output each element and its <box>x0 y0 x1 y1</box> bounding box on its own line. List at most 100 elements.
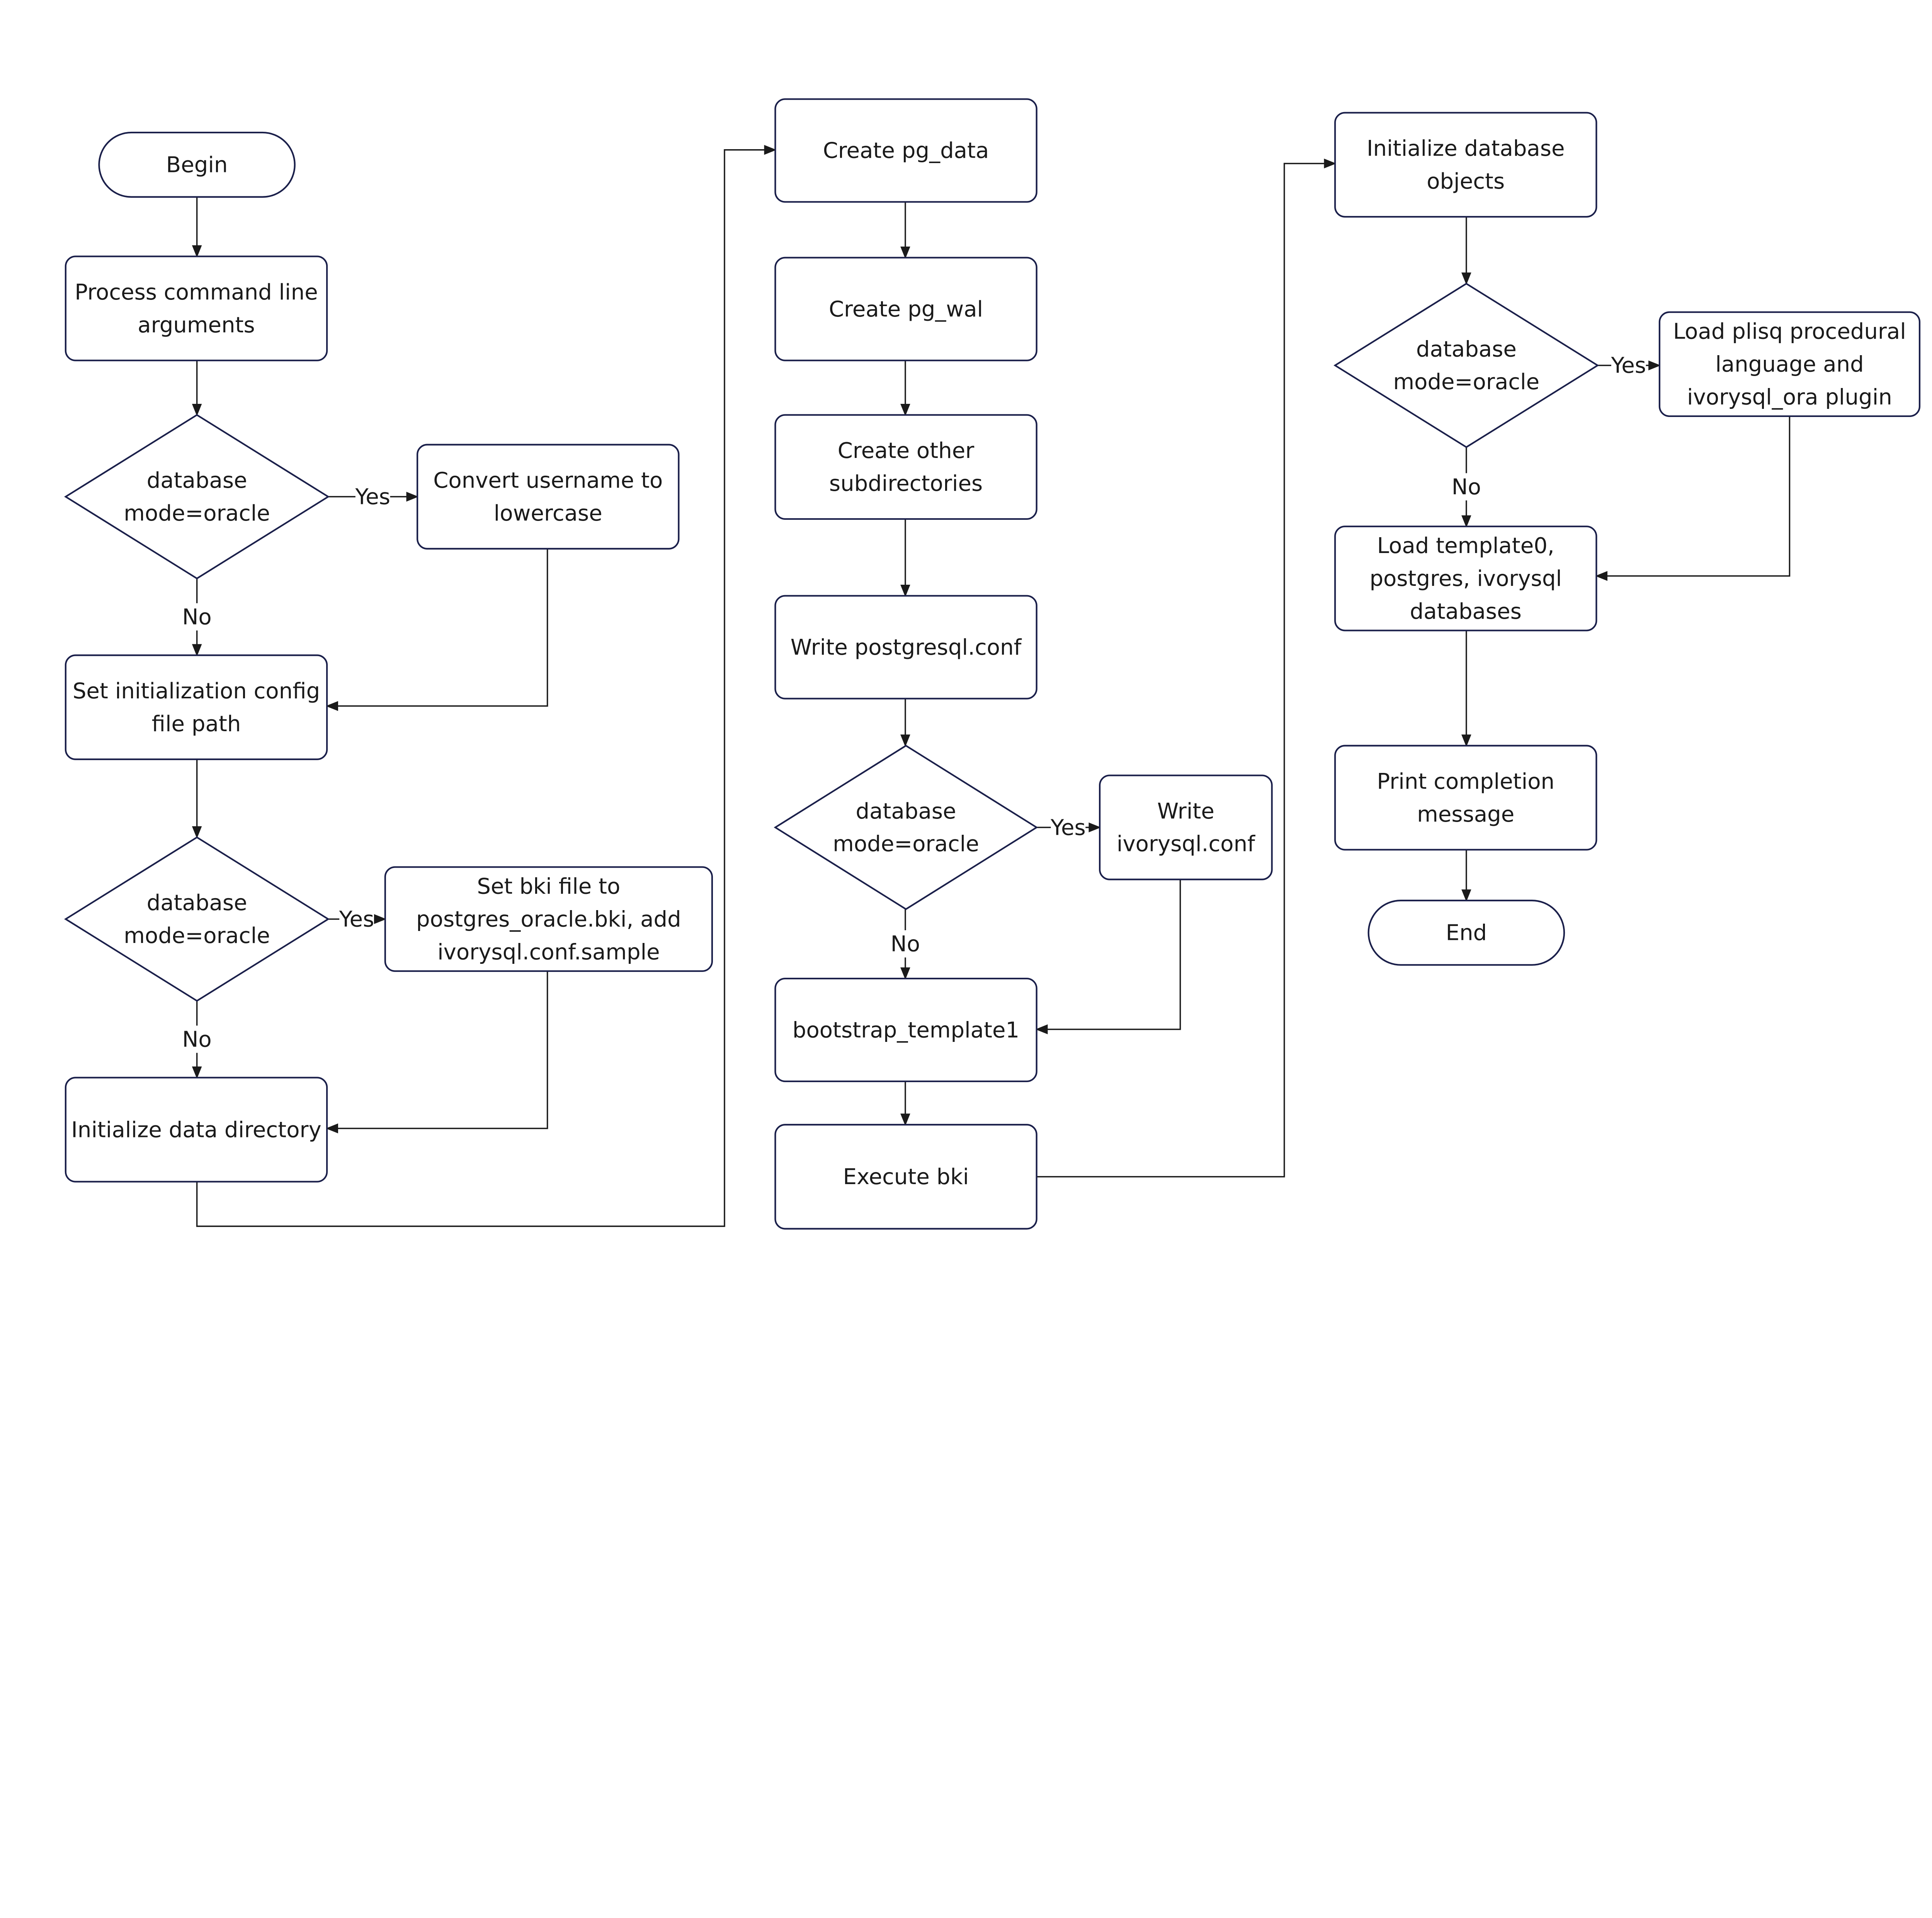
edge-label-yes: Yes <box>339 907 374 932</box>
node-label: Load template0, <box>1377 533 1554 558</box>
node-label: Convert username to <box>433 468 663 493</box>
terminal-shape <box>1367 900 1565 966</box>
node-label: bootstrap_template1 <box>793 1018 1019 1043</box>
process-shape <box>1334 526 1597 631</box>
edge-label-bg <box>179 603 214 631</box>
decision-shape <box>64 836 330 1002</box>
process-shape <box>774 98 1037 203</box>
node-label: file path <box>152 711 241 737</box>
node-write-ivorysql-conf: Write ivorysql.conf <box>1099 774 1273 880</box>
node-end: End <box>1367 900 1565 966</box>
edge-label-bg <box>339 905 374 933</box>
node-execute-bki: Execute bki <box>774 1124 1037 1230</box>
process-shape <box>774 257 1037 361</box>
process-shape <box>1658 311 1921 417</box>
process-shape <box>1334 112 1597 218</box>
node-decision1: database mode=oracle <box>64 414 330 580</box>
process-shape <box>774 977 1037 1082</box>
edge-label-bg <box>888 930 923 958</box>
node-label: mode=oracle <box>124 923 270 948</box>
node-create-pg-wal: Create pg_wal <box>774 257 1037 361</box>
process-shape <box>417 444 680 550</box>
node-label: lowercase <box>494 501 602 526</box>
edge-label-bg <box>1051 813 1086 841</box>
edge-label-bg <box>179 1025 214 1053</box>
node-label: Create pg_data <box>823 138 989 163</box>
node-label: End <box>1446 921 1487 946</box>
edge-label-no: No <box>1452 475 1481 500</box>
node-label: database <box>1416 337 1517 362</box>
node-label: ivorysql.conf.sample <box>437 939 660 965</box>
process-shape <box>65 255 328 361</box>
process-shape <box>774 414 1037 520</box>
node-label: mode=oracle <box>833 832 979 857</box>
node-label: arguments <box>138 313 255 338</box>
decision-shape <box>1333 283 1599 448</box>
node-label: Initialize database <box>1367 136 1565 161</box>
node-label: Write <box>1157 799 1214 824</box>
node-label: Create other <box>838 438 975 463</box>
node-label: Begin <box>166 153 228 178</box>
node-label: ivorysql.conf <box>1117 832 1255 857</box>
node-label: databases <box>1410 599 1522 624</box>
node-label: database <box>147 890 247 916</box>
node-label: subdirectories <box>829 471 983 496</box>
edge-load-plisq-to-load-templates <box>1595 416 1791 581</box>
node-label: Execute bki <box>843 1164 969 1190</box>
edge-write-ivorysql-conf-to-bootstrap-template1 <box>1035 879 1181 1035</box>
edge-label-yes: Yes <box>355 484 390 509</box>
edge-label-bg <box>1449 473 1484 500</box>
node-label: database <box>856 799 956 824</box>
node-create-subdirs: Create other subdirectories <box>774 414 1037 520</box>
node-decision3: database mode=oracle <box>774 745 1038 910</box>
edge-init-data-dir-to-create-pg-data <box>196 145 777 1227</box>
process-shape <box>1334 745 1597 851</box>
node-label: mode=oracle <box>124 501 270 526</box>
node-convert-username: Convert username to lowercase <box>417 444 680 550</box>
edge-label-bg <box>1611 352 1646 379</box>
edge-set-bki-to-init-data-dir <box>325 971 548 1133</box>
node-set-config-path: Set initialization config file path <box>65 654 328 760</box>
edge-execute-bki-to-init-db-objects <box>1036 158 1337 1178</box>
node-write-postgresql-conf: Write postgresql.conf <box>774 595 1037 699</box>
node-init-data-dir: Initialize data directory <box>65 1077 328 1183</box>
node-label: Create pg_wal <box>829 297 983 322</box>
edge-label-yes: Yes <box>1050 815 1086 840</box>
node-decision4: database mode=oracle <box>1333 283 1599 448</box>
node-label: postgres, ivorysql <box>1369 566 1562 591</box>
node-label: Initialize data directory <box>71 1117 321 1142</box>
node-label: Set bki file to <box>477 874 620 899</box>
node-decision2: database mode=oracle <box>64 836 330 1002</box>
edge-convert-username-to-set-config-path <box>325 548 548 711</box>
edge-label-no: No <box>182 1027 211 1052</box>
edge-label-yes: Yes <box>1611 353 1646 378</box>
process-shape <box>1099 774 1273 880</box>
node-label: mode=oracle <box>1393 369 1540 395</box>
node-load-templates: Load template0, postgres, ivorysql databas… <box>1334 526 1597 631</box>
node-label: Process command line <box>75 280 318 305</box>
node-label: Write postgresql.conf <box>791 635 1022 660</box>
decision-shape <box>774 745 1038 910</box>
node-label: ivorysql_ora plugin <box>1687 385 1892 410</box>
terminal-shape <box>98 131 296 198</box>
process-shape <box>384 866 713 972</box>
node-label: objects <box>1427 169 1505 194</box>
node-init-db-objects: Initialize database objects <box>1334 112 1597 218</box>
edge-label-bg <box>355 483 390 511</box>
node-label: Set initialization config <box>73 679 320 704</box>
node-begin: Begin <box>98 131 296 198</box>
node-label: database <box>147 468 247 493</box>
node-process-args: Process command line arguments <box>65 255 328 361</box>
node-label: Load plisq procedural <box>1673 319 1906 344</box>
process-shape <box>65 654 328 760</box>
node-label: Print completion <box>1377 769 1554 794</box>
edge-label-no: No <box>182 604 211 630</box>
node-create-pg-data: Create pg_data <box>774 98 1037 203</box>
edge-label-no: No <box>891 932 920 957</box>
process-shape <box>774 1124 1037 1230</box>
